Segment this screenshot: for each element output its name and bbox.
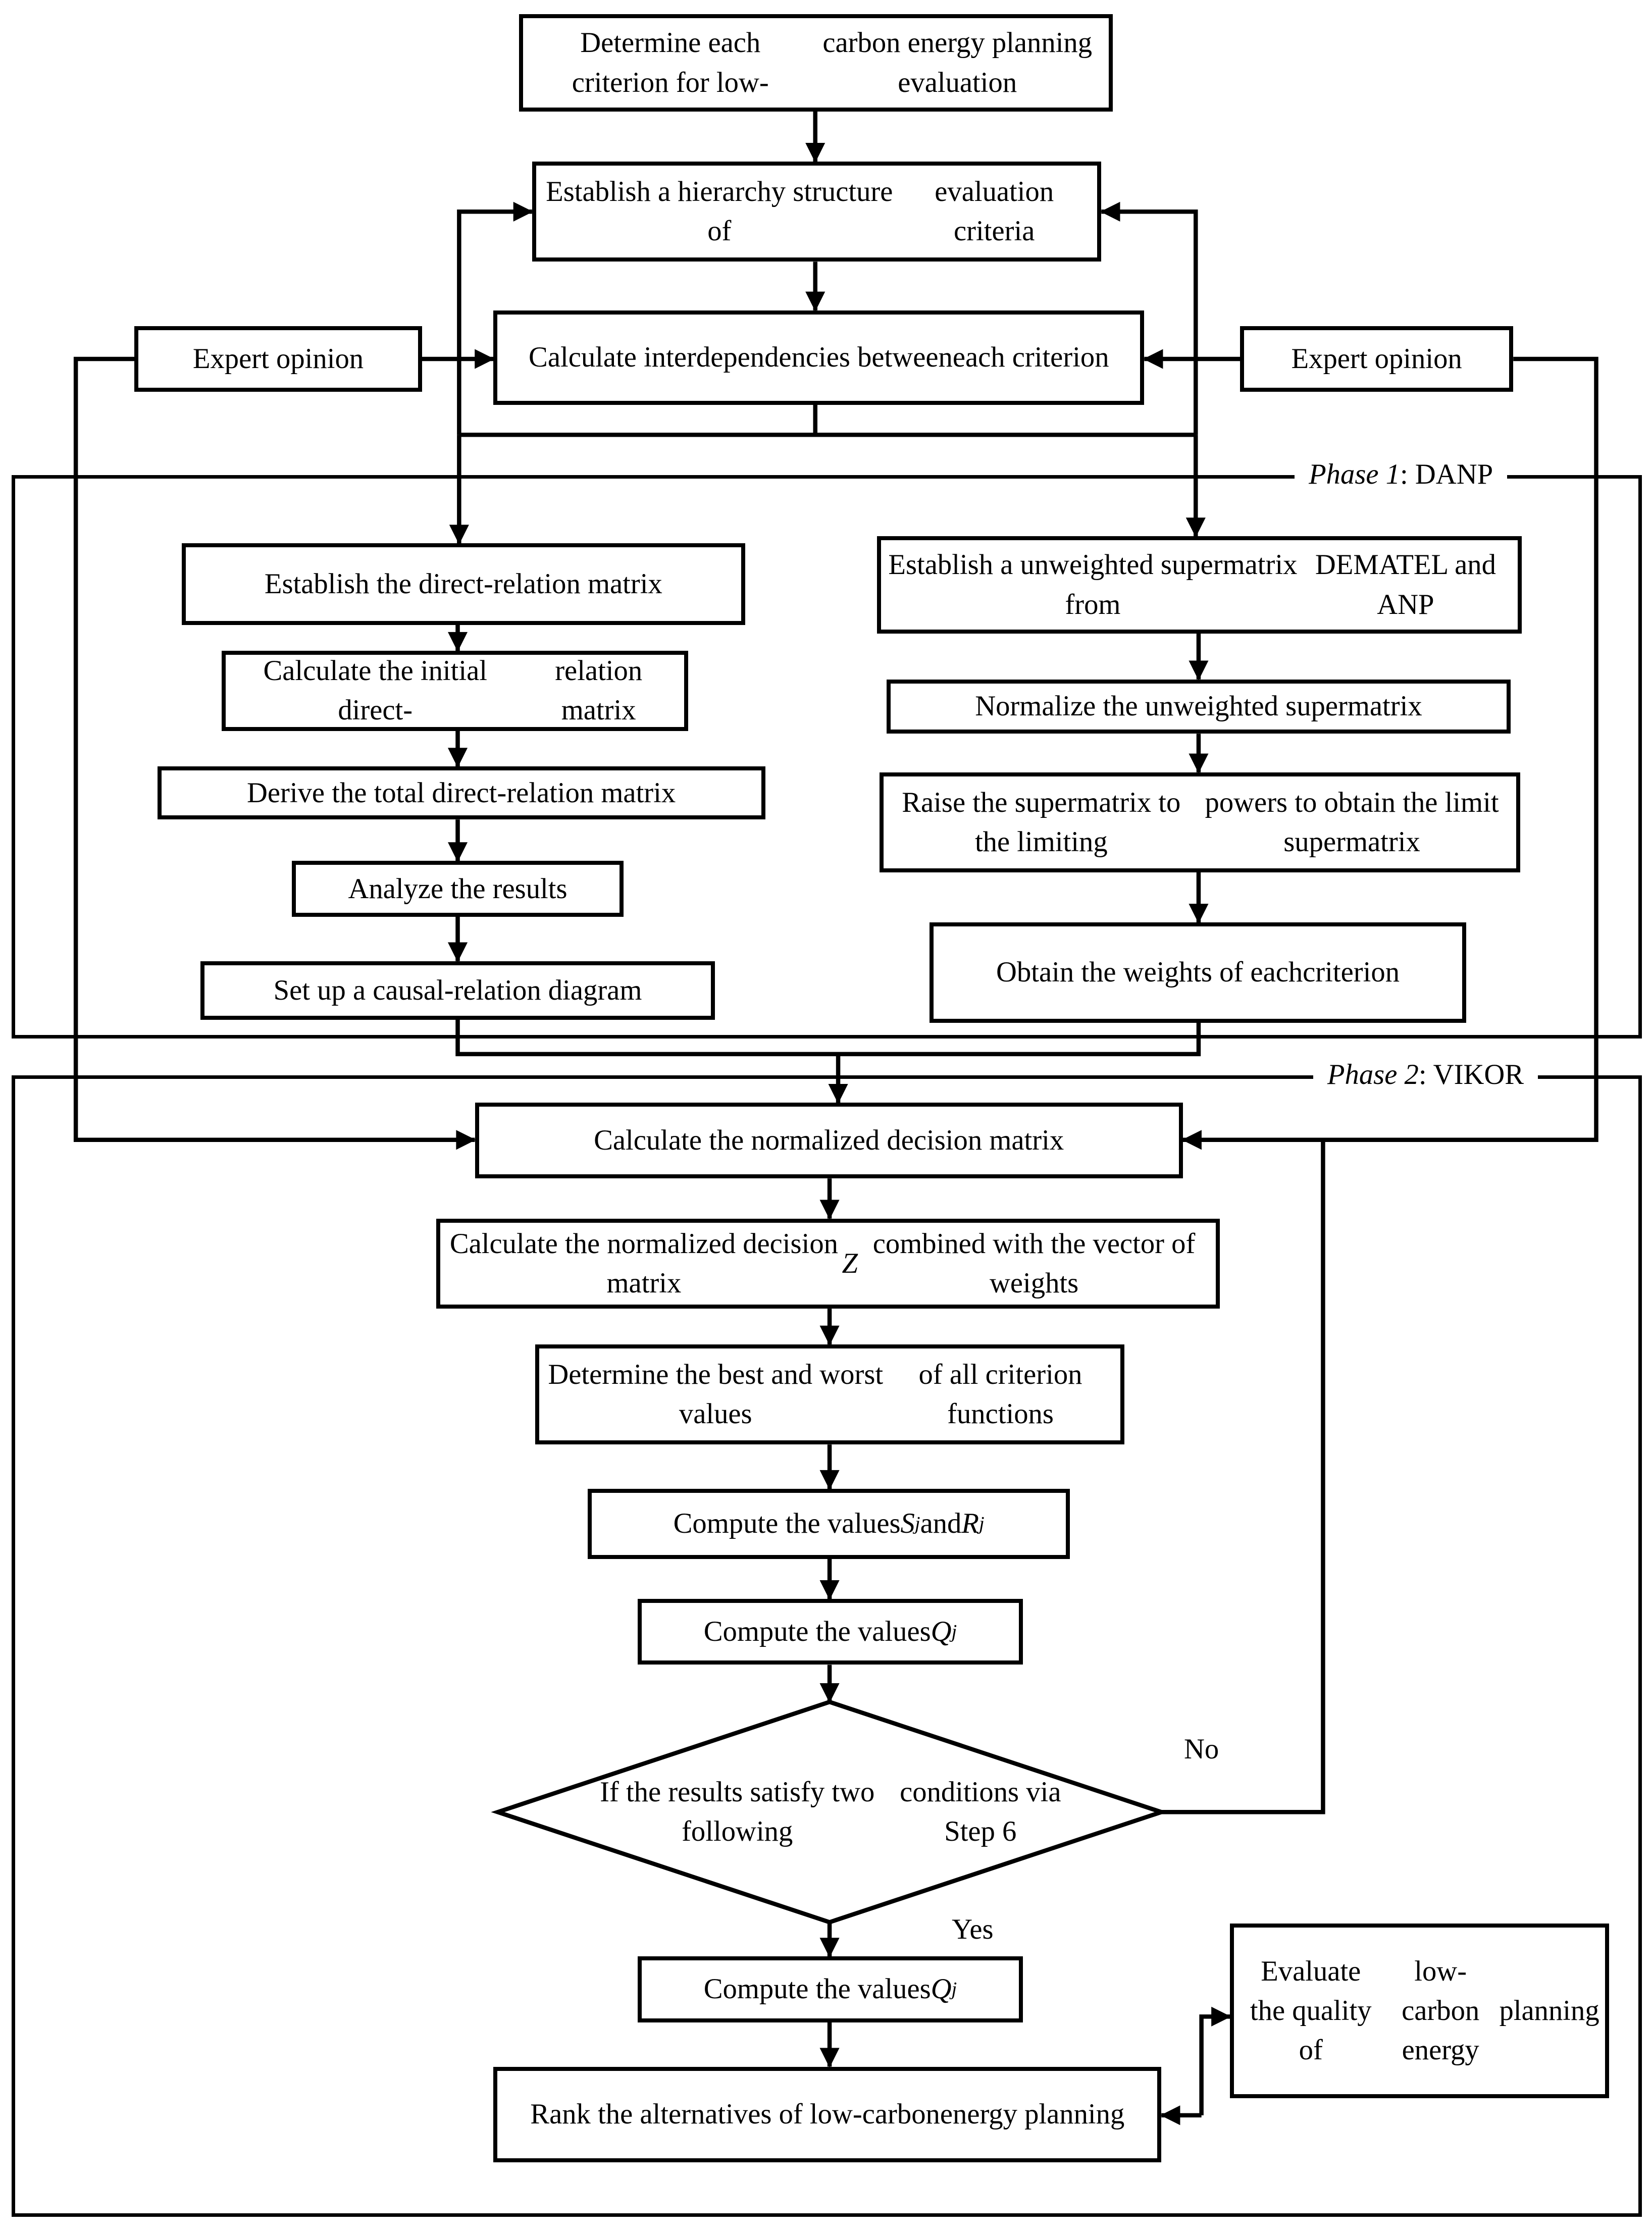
node-weighted-decision-matrix: Calculate the normalized decision matrix… xyxy=(436,1218,1220,1309)
node-normalized-decision-matrix: Calculate the normalized decision matrix xyxy=(475,1103,1183,1179)
arrow-expertright-to-v1 xyxy=(1181,356,1598,1150)
yes-label: Yes xyxy=(952,1914,994,1946)
arrow-rank-to-evaluate xyxy=(1199,2006,1231,2115)
node-normalize-supermatrix: Normalize the unweighted supermatrix xyxy=(887,679,1511,734)
line-no-loop xyxy=(1161,1139,1325,1814)
node-expert-opinion-right: Expert opinion xyxy=(1240,326,1514,392)
phase2-frame xyxy=(11,1075,1642,2217)
arrow-expertleft-to-v1 xyxy=(73,356,476,1150)
node-expert-opinion-left: Expert opinion xyxy=(134,326,422,392)
node-total-direct-relation: Derive the total direct-relation matrix xyxy=(157,766,765,820)
arrow-feedback-right-to-hierarchy xyxy=(1100,201,1198,435)
node-causal-relation-diagram: Set up a causal-relation diagram xyxy=(200,961,715,1020)
node-direct-relation-matrix: Establish the direct-relation matrix xyxy=(181,543,745,625)
arrow-feedback-left-to-hierarchy xyxy=(457,201,533,435)
node-analyze-results: Analyze the results xyxy=(291,861,624,917)
node-determine-criteria: Determine each criterion for low-carbon … xyxy=(519,14,1113,112)
node-initial-direct-relation: Calculate the initial direct-relation ma… xyxy=(222,650,688,731)
phase1-frame xyxy=(11,475,1642,1038)
no-label: No xyxy=(1183,1734,1219,1765)
line-distributor xyxy=(459,404,1196,437)
phase1-label: Phase 1: DANP xyxy=(1294,457,1508,492)
decision-diamond-shape xyxy=(491,1699,1168,1925)
phase2-label: Phase 2: VIKOR xyxy=(1313,1058,1538,1093)
